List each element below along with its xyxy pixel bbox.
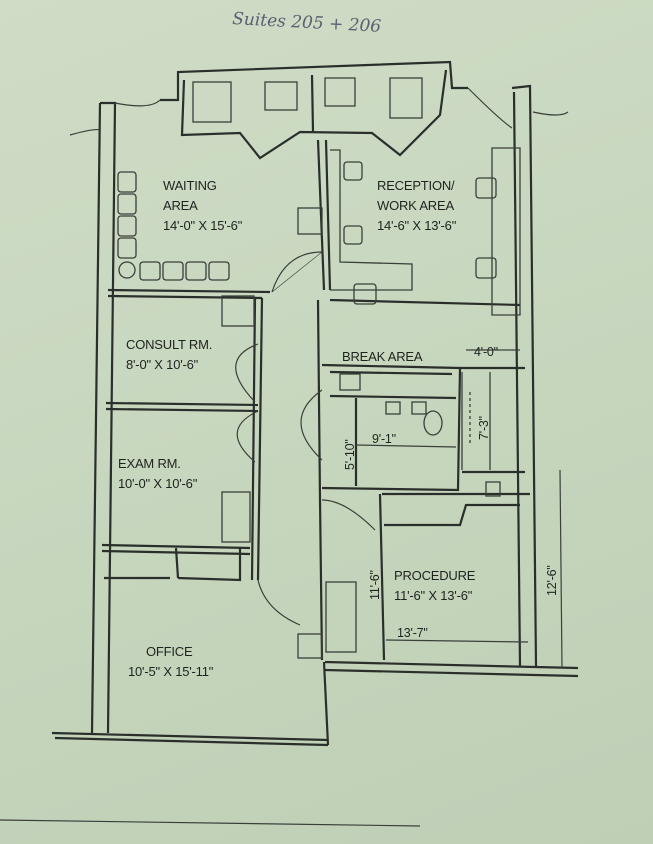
interior-walls bbox=[101, 139, 530, 661]
break-area-label: BREAK AREA bbox=[342, 349, 423, 364]
exam-label: EXAM RM. bbox=[118, 456, 181, 471]
exam-size: 10'-0" X 10'-6" bbox=[118, 476, 198, 491]
dim-procedure-left: 11'-6" bbox=[368, 570, 382, 600]
dim-restroom-width: 9'-1" bbox=[372, 432, 396, 446]
reception-desk bbox=[330, 147, 521, 316]
consult-label: CONSULT RM. bbox=[126, 337, 212, 352]
office-label: OFFICE bbox=[146, 644, 193, 659]
reception-label-1: RECEPTION/ bbox=[377, 178, 455, 193]
waiting-label-1: WAITING bbox=[163, 178, 217, 193]
dimension-lines bbox=[355, 349, 563, 669]
dim-break-width: 4'-0" bbox=[474, 345, 498, 359]
reception-label-2: WORK AREA bbox=[377, 198, 454, 213]
office-size: 10'-5" X 15'-11" bbox=[128, 664, 214, 679]
room-furniture bbox=[221, 295, 501, 659]
procedure-label: PROCEDURE bbox=[394, 568, 476, 583]
exterior-walls bbox=[0, 60, 579, 827]
door-swings bbox=[235, 251, 376, 626]
waiting-chairs bbox=[117, 171, 323, 281]
waiting-size: 14'-0" X 15'-6" bbox=[163, 218, 243, 233]
window-panels bbox=[192, 77, 423, 123]
waiting-label-2: AREA bbox=[163, 198, 198, 213]
consult-size: 8'-0" X 10'-6" bbox=[126, 357, 199, 372]
reception-size: 14'-6" X 13'-6" bbox=[377, 218, 457, 233]
dim-procedure-bottom: 13'-7" bbox=[397, 626, 428, 640]
handwritten-note: Suites 205 + 206 bbox=[232, 9, 382, 37]
dim-restroom-left: 5'-10" bbox=[343, 439, 357, 470]
room-labels: WAITING AREA 14'-0" X 15'-6" RECEPTION/ … bbox=[118, 178, 476, 679]
procedure-size: 11'-6" X 13'-6" bbox=[394, 588, 473, 603]
dim-right-side: 12'-6" bbox=[545, 565, 559, 596]
dimension-labels: 4'-0" 7'-3" 5'-10" 9'-1" 11'-6" 13'-7" 1… bbox=[343, 345, 559, 640]
dim-restroom-height: 7'-3" bbox=[477, 416, 491, 440]
